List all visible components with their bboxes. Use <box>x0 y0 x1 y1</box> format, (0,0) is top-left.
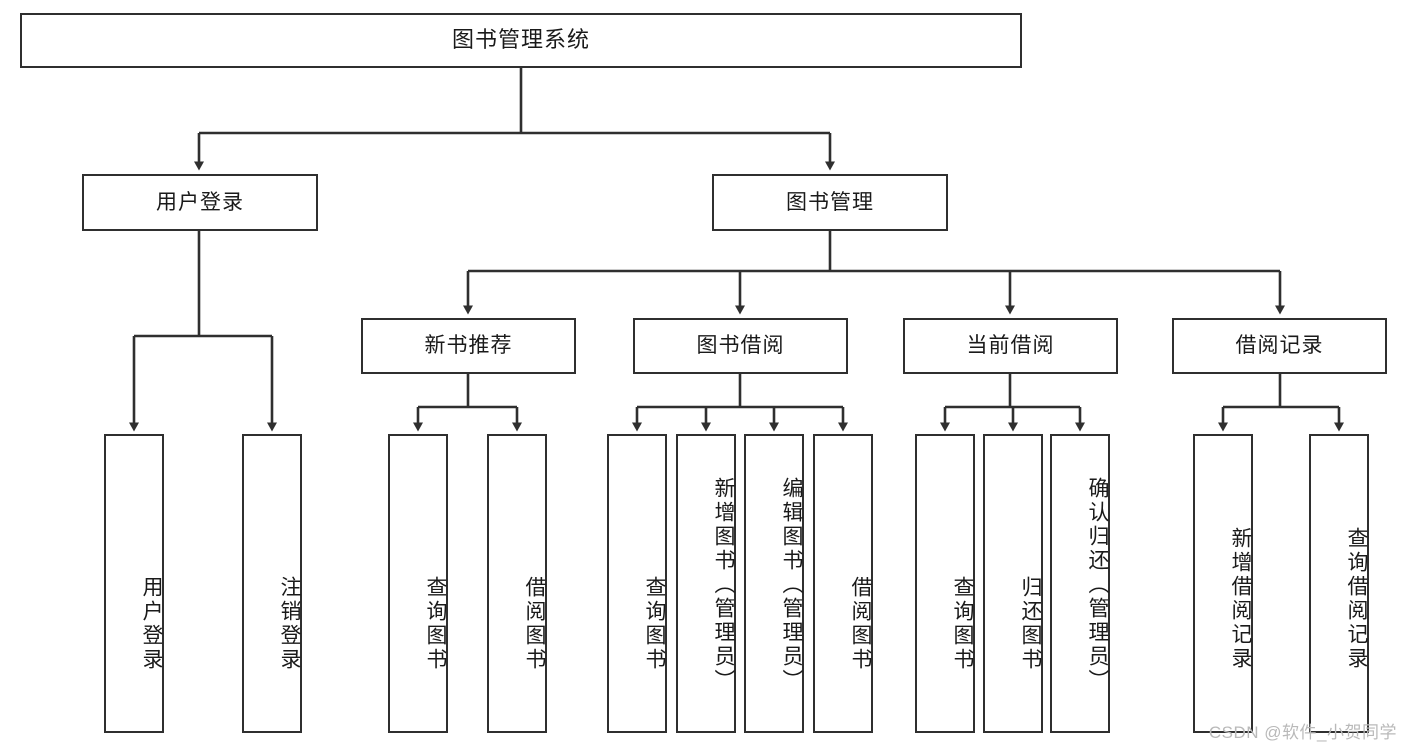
leaf-user-login-2[interactable]: 注销登录 <box>242 434 302 733</box>
leaf-current-borrow-1[interactable]: 查询图书 <box>915 434 975 733</box>
node-user-login[interactable]: 用户登录 <box>82 174 318 231</box>
node-current-borrow[interactable]: 当前借阅 <box>903 318 1118 374</box>
node-new-book-recommend[interactable]: 新书推荐 <box>361 318 576 374</box>
csdn-watermark: CSDN @软件_小贺同学 <box>1208 723 1397 742</box>
leaf-current-borrow-2[interactable]: 归还图书 <box>983 434 1043 733</box>
leaf-new-book-1[interactable]: 查询图书 <box>388 434 448 733</box>
leaf-borrow-record-2[interactable]: 查询借阅记录 <box>1309 434 1369 733</box>
leaf-new-book-2[interactable]: 借阅图书 <box>487 434 547 733</box>
node-root-system[interactable]: 图书管理系统 <box>20 13 1022 68</box>
node-book-manage[interactable]: 图书管理 <box>712 174 948 231</box>
leaf-book-borrow-3[interactable]: 编辑图书（管理员） <box>744 434 804 733</box>
leaf-borrow-record-1[interactable]: 新增借阅记录 <box>1193 434 1253 733</box>
leaf-book-borrow-4[interactable]: 借阅图书 <box>813 434 873 733</box>
leaf-book-borrow-2[interactable]: 新增图书（管理员） <box>676 434 736 733</box>
node-borrow-record[interactable]: 借阅记录 <box>1172 318 1387 374</box>
leaf-user-login-1[interactable]: 用户登录 <box>104 434 164 733</box>
node-book-borrow[interactable]: 图书借阅 <box>633 318 848 374</box>
leaf-current-borrow-3[interactable]: 确认归还（管理员） <box>1050 434 1110 733</box>
leaf-book-borrow-1[interactable]: 查询图书 <box>607 434 667 733</box>
